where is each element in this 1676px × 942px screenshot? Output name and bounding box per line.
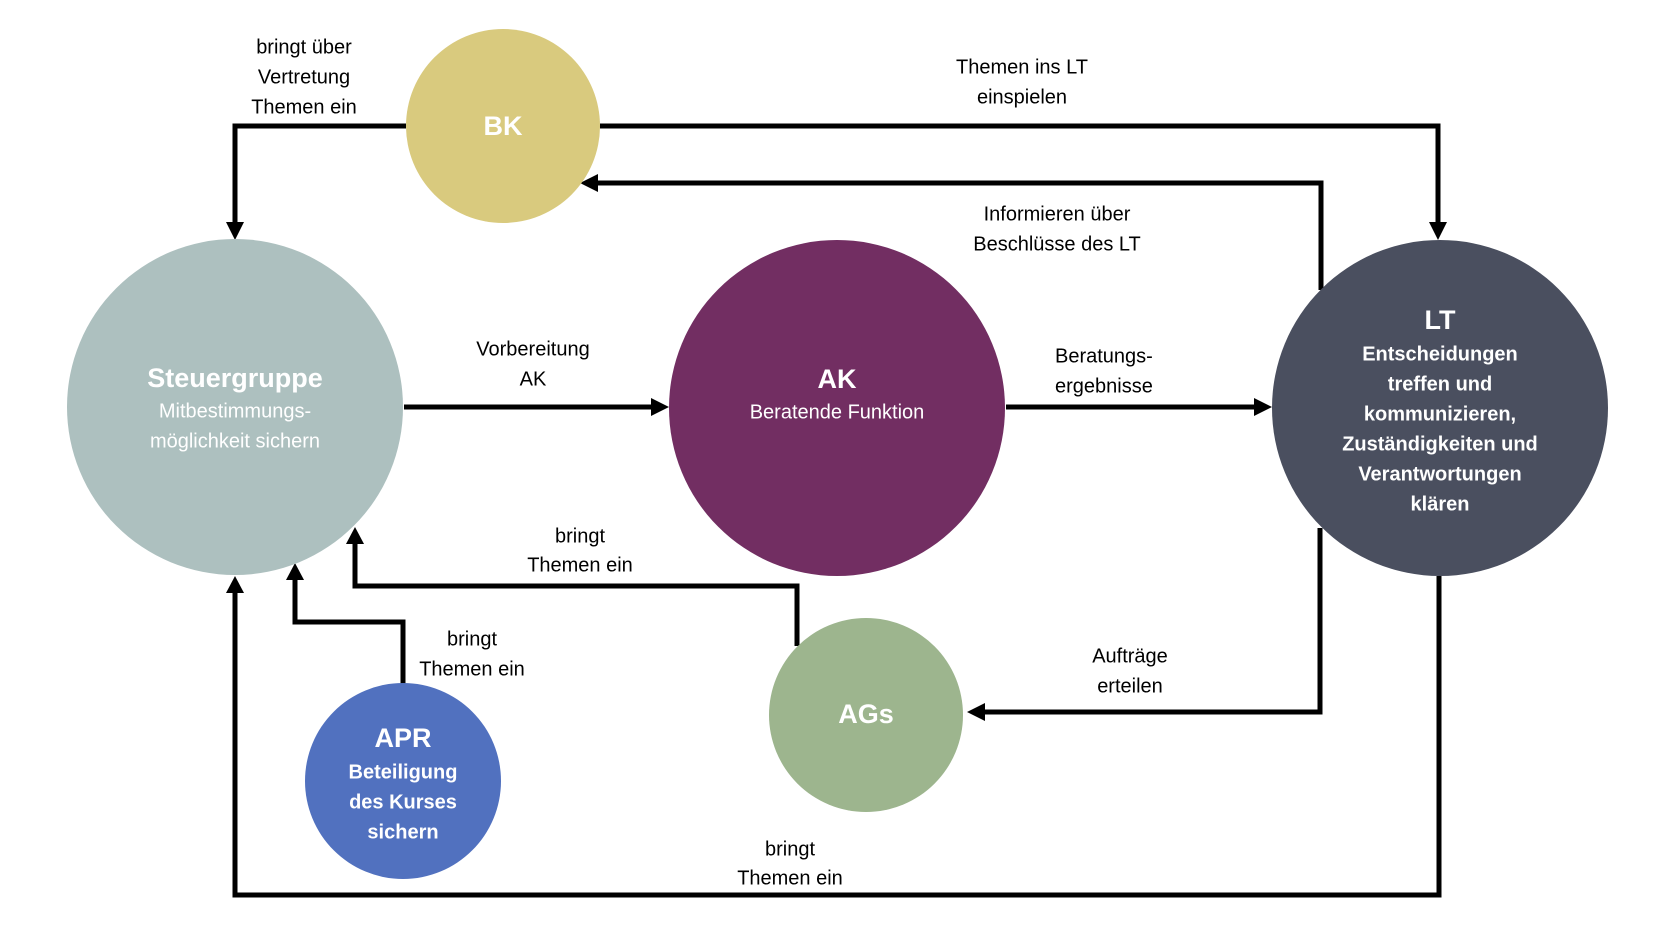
edge-ags-to-steuergruppe bbox=[346, 527, 800, 646]
node-lt-subtitle-line: kommunizieren, bbox=[1364, 403, 1516, 425]
connector-line bbox=[232, 576, 1442, 898]
edge-label-line: Themen ein bbox=[251, 96, 357, 118]
label-lt-to-steuergruppe: bringt Themen ein bbox=[737, 838, 843, 889]
edge-apr-to-steuergruppe bbox=[286, 563, 406, 684]
node-lt[interactable]: LT Entscheidungen treffen und kommunizie… bbox=[1272, 240, 1608, 576]
node-steuergruppe-subtitle-line: möglichkeit sichern bbox=[150, 430, 320, 452]
edge-label-line: bringt bbox=[447, 628, 497, 650]
node-apr-subtitle-line: sichern bbox=[367, 821, 438, 843]
node-apr-subtitle-line: Beteiligung bbox=[349, 761, 458, 783]
edge-label-line: einspielen bbox=[977, 86, 1067, 108]
node-apr-title: APR bbox=[374, 723, 431, 753]
node-ak-subtitle-line: Beratende Funktion bbox=[750, 401, 925, 423]
arrow-head-icon bbox=[226, 576, 244, 593]
node-lt-circle bbox=[1272, 240, 1608, 576]
node-ak-title: AK bbox=[818, 364, 857, 394]
node-bk-circle bbox=[406, 29, 600, 223]
arrow-head-icon bbox=[226, 222, 244, 240]
node-ak-circle bbox=[669, 240, 1005, 576]
node-steuergruppe-circle bbox=[67, 239, 403, 575]
edge-label-line: bringt über bbox=[256, 36, 352, 58]
edge-label-line: bringt bbox=[765, 838, 815, 860]
edge-label-line: erteilen bbox=[1097, 675, 1163, 697]
edges bbox=[226, 123, 1447, 898]
connector-line bbox=[292, 578, 406, 684]
label-ags-to-steuergruppe: bringt Themen ein bbox=[527, 525, 633, 576]
nodes: BK Steuergruppe Mitbestimmungs- möglichk… bbox=[67, 29, 1608, 879]
edge-label-line: Beschlüsse des LT bbox=[973, 233, 1141, 255]
edge-label-line: Themen ein bbox=[737, 867, 843, 889]
arrow-head-icon bbox=[286, 563, 304, 580]
node-ags-circle bbox=[769, 618, 963, 812]
edge-label-line: Themen ins LT bbox=[956, 56, 1088, 78]
node-apr-circle bbox=[305, 683, 501, 879]
edge-label-line: Themen ein bbox=[527, 554, 633, 576]
node-lt-title: LT bbox=[1425, 305, 1456, 335]
connector-line bbox=[983, 528, 1323, 715]
edge-label-line: Informieren über bbox=[984, 203, 1131, 225]
node-steuergruppe-subtitle-line: Mitbestimmungs- bbox=[159, 400, 311, 422]
node-steuergruppe-title: Steuergruppe bbox=[147, 363, 323, 393]
label-lt-to-bk: Informieren über Beschlüsse des LT bbox=[973, 203, 1141, 255]
node-bk[interactable]: BK bbox=[406, 29, 600, 223]
node-lt-subtitle-line: Verantwortungen bbox=[1358, 463, 1521, 485]
label-bk-to-lt: Themen ins LT einspielen bbox=[956, 56, 1088, 108]
connector-line bbox=[352, 542, 800, 646]
edge-lt-to-ags bbox=[967, 528, 1323, 721]
edge-label-line: Vorbereitung bbox=[476, 338, 589, 360]
node-apr[interactable]: APR Beteiligung des Kurses sichern bbox=[305, 683, 501, 879]
node-ags-title: AGs bbox=[838, 699, 894, 729]
node-lt-subtitle-line: treffen und bbox=[1388, 373, 1492, 395]
node-lt-subtitle-line: Zuständigkeiten und bbox=[1342, 433, 1538, 455]
node-apr-subtitle-line: des Kurses bbox=[349, 791, 457, 813]
arrow-head-icon bbox=[651, 398, 669, 416]
connector-line bbox=[600, 123, 1441, 224]
node-steuergruppe[interactable]: Steuergruppe Mitbestimmungs- möglichkeit… bbox=[67, 239, 403, 575]
label-bk-to-steuergruppe: bringt über Vertretung Themen ein bbox=[251, 36, 357, 118]
node-lt-subtitle-line: Entscheidungen bbox=[1362, 343, 1518, 365]
edge-lt-to-steuergruppe bbox=[226, 576, 1442, 898]
edge-label-line: Vertretung bbox=[258, 66, 350, 88]
edge-label-line: AK bbox=[520, 368, 547, 390]
arrow-head-icon bbox=[1254, 398, 1272, 416]
edge-label-line: ergebnisse bbox=[1055, 375, 1153, 397]
edge-label-line: Aufträge bbox=[1092, 645, 1168, 667]
edge-label-line: bringt bbox=[555, 525, 605, 547]
arrow-head-icon bbox=[967, 703, 985, 721]
edge-bk-to-lt bbox=[600, 123, 1447, 240]
label-ak-to-lt: Beratungs- ergebnisse bbox=[1055, 345, 1153, 397]
arrow-head-icon bbox=[1429, 222, 1447, 240]
connector-line bbox=[232, 123, 406, 224]
edge-lt-to-bk bbox=[580, 174, 1324, 290]
edge-label-line: Beratungs- bbox=[1055, 345, 1153, 367]
connector-line bbox=[596, 180, 1324, 290]
arrow-head-icon bbox=[346, 527, 364, 544]
label-steuergruppe-to-ak: Vorbereitung AK bbox=[476, 338, 589, 390]
node-ags[interactable]: AGs bbox=[769, 618, 963, 812]
edge-label-line: Themen ein bbox=[419, 658, 525, 680]
node-ak[interactable]: AK Beratende Funktion bbox=[669, 240, 1005, 576]
label-lt-to-ags: Aufträge erteilen bbox=[1092, 645, 1168, 697]
edge-ak-to-lt bbox=[1006, 398, 1272, 416]
edge-steuergruppe-to-ak bbox=[404, 398, 669, 416]
label-apr-to-steuergruppe: bringt Themen ein bbox=[419, 628, 525, 680]
node-bk-title: BK bbox=[484, 111, 523, 141]
arrow-head-icon bbox=[580, 174, 598, 192]
edge-labels: bringt über Vertretung Themen ein Themen… bbox=[251, 36, 1168, 889]
node-lt-subtitle-line: klären bbox=[1411, 493, 1470, 515]
edge-bk-to-steuergruppe bbox=[226, 123, 406, 240]
